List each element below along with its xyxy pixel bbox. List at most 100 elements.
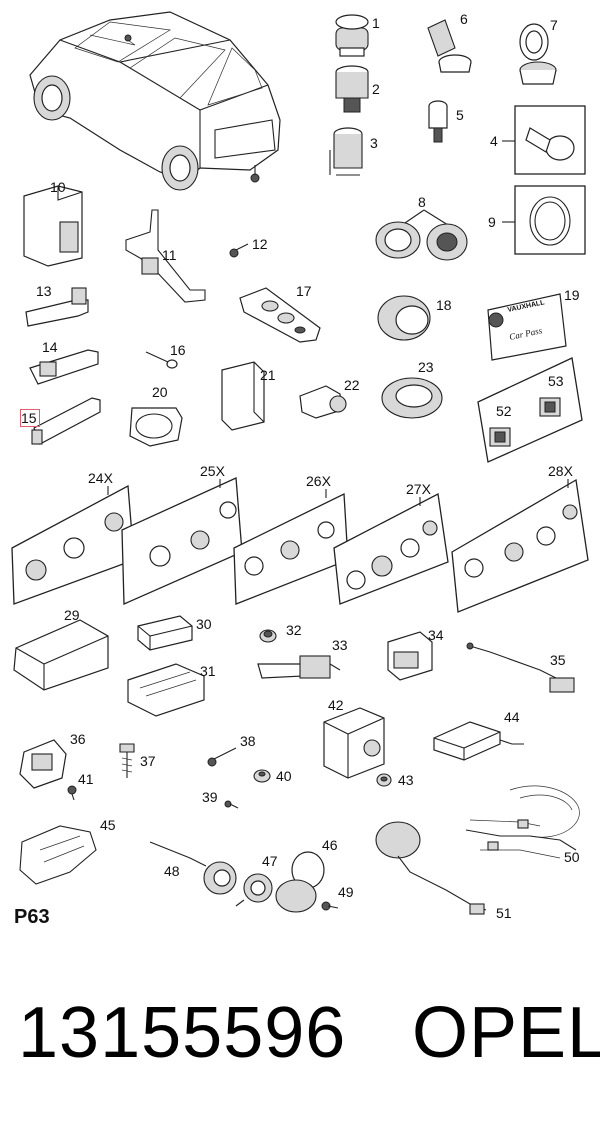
label-12: 12 — [252, 236, 268, 252]
label-32: 32 — [286, 622, 302, 638]
label-7: 7 — [550, 17, 558, 33]
label-31: 31 — [200, 663, 216, 679]
part-18-start-button — [377, 295, 431, 341]
label-37: 37 — [140, 753, 156, 769]
part-52-switch — [489, 427, 511, 447]
label-35: 35 — [550, 652, 566, 668]
part-28x-sensor-kit — [451, 478, 589, 613]
part-7-socket-with-cap — [519, 23, 557, 85]
part-number: 13155596 — [18, 993, 347, 1073]
part-53-switch — [539, 397, 561, 417]
label-39: 39 — [202, 789, 218, 805]
label-22: 22 — [344, 377, 360, 393]
label-52: 52 — [496, 403, 512, 419]
label-2: 2 — [372, 81, 380, 97]
part-32-grommet — [259, 629, 277, 643]
part-42-siren-module — [323, 707, 385, 779]
part-46-socket-with-cap — [275, 851, 325, 913]
part-4-bulb — [525, 127, 575, 161]
part-31-bracket — [127, 663, 205, 717]
part-13-sensor — [25, 287, 89, 327]
part-40-nut — [253, 769, 271, 783]
part-44-module — [433, 721, 524, 761]
label-29: 29 — [64, 607, 80, 623]
label-26x: 26X — [306, 473, 332, 489]
section-code: P63 — [14, 906, 50, 928]
part-22-sensor — [299, 385, 347, 419]
part-1-cigar-lighter — [335, 14, 369, 57]
part-51-antenna — [375, 821, 487, 915]
part-48-socket-harness — [149, 841, 237, 895]
label-16: 16 — [170, 342, 186, 358]
label-23: 23 — [418, 359, 434, 375]
part-33-harness-bracket — [257, 655, 341, 679]
part-38-screw — [207, 747, 237, 767]
label-28x: 28X — [548, 463, 574, 479]
part-9-box — [514, 185, 586, 255]
car-illustration — [29, 11, 281, 191]
label-11: 11 — [162, 247, 177, 263]
part-45-bracket — [19, 825, 97, 885]
label-50: 50 — [564, 849, 580, 865]
highlight-part-15 — [20, 409, 40, 427]
label-49: 49 — [338, 884, 354, 900]
part-50-wiring-harness — [465, 785, 580, 859]
part-23-antenna-ring — [381, 377, 443, 419]
part-34-connector-module — [387, 631, 433, 681]
part-43-nut — [376, 773, 392, 787]
part-41-screw — [67, 785, 77, 801]
part-3-lighter-housing — [329, 127, 363, 176]
part-39-screw — [224, 800, 239, 809]
part-8-socket-pair — [375, 221, 468, 261]
label-25x: 25X — [200, 463, 226, 479]
label-43: 43 — [398, 772, 414, 788]
part-20-bracket-clip — [129, 407, 183, 447]
part-36-switch — [19, 739, 67, 789]
part-47-socket — [235, 873, 273, 907]
part-10-control-module — [23, 185, 83, 267]
part-19-car-pass-card: VAUXHALL Car Pass — [487, 293, 567, 361]
label-20: 20 — [152, 384, 168, 400]
part-17-key-fob — [239, 287, 321, 343]
label-1: 1 — [372, 15, 380, 31]
part-27x-sensor-kit — [333, 493, 449, 605]
label-42: 42 — [328, 697, 344, 713]
part-2-lighter-socket — [335, 65, 369, 113]
label-44: 44 — [504, 709, 520, 725]
label-8: 8 — [418, 194, 426, 210]
label-17: 17 — [296, 283, 312, 299]
part-26x-sensor-kit — [233, 492, 349, 605]
label-51: 51 — [496, 905, 512, 921]
part-37-bolt — [119, 743, 135, 778]
label-34: 34 — [428, 627, 444, 643]
label-5: 5 — [456, 107, 464, 123]
part-12-screw — [229, 243, 249, 258]
brand-name: OPEL — [412, 993, 600, 1073]
label-45: 45 — [100, 817, 116, 833]
label-13: 13 — [36, 283, 52, 299]
part-30-module — [137, 615, 193, 651]
label-19: 19 — [564, 287, 580, 303]
label-14: 14 — [42, 339, 58, 355]
label-9: 9 — [488, 214, 496, 230]
label-47: 47 — [262, 853, 278, 869]
label-41: 41 — [78, 771, 94, 787]
label-53: 53 — [548, 373, 564, 389]
label-24x: 24X — [88, 470, 114, 486]
label-6: 6 — [460, 11, 468, 27]
part-16-pin — [145, 351, 178, 369]
label-21: 21 — [260, 367, 276, 383]
label-40: 40 — [276, 768, 292, 784]
label-48: 48 — [164, 863, 180, 879]
part-49-screw — [321, 901, 339, 911]
part-6-socket-with-cover — [427, 19, 472, 73]
part-21-module — [221, 361, 265, 431]
part-29-tray — [13, 619, 109, 691]
part-11-bracket — [125, 209, 206, 303]
part-5-bulb-socket — [428, 100, 448, 143]
part-9-ring — [529, 196, 571, 246]
part-25x-sensor-kit — [121, 477, 243, 605]
label-30: 30 — [196, 616, 212, 632]
label-38: 38 — [240, 733, 256, 749]
